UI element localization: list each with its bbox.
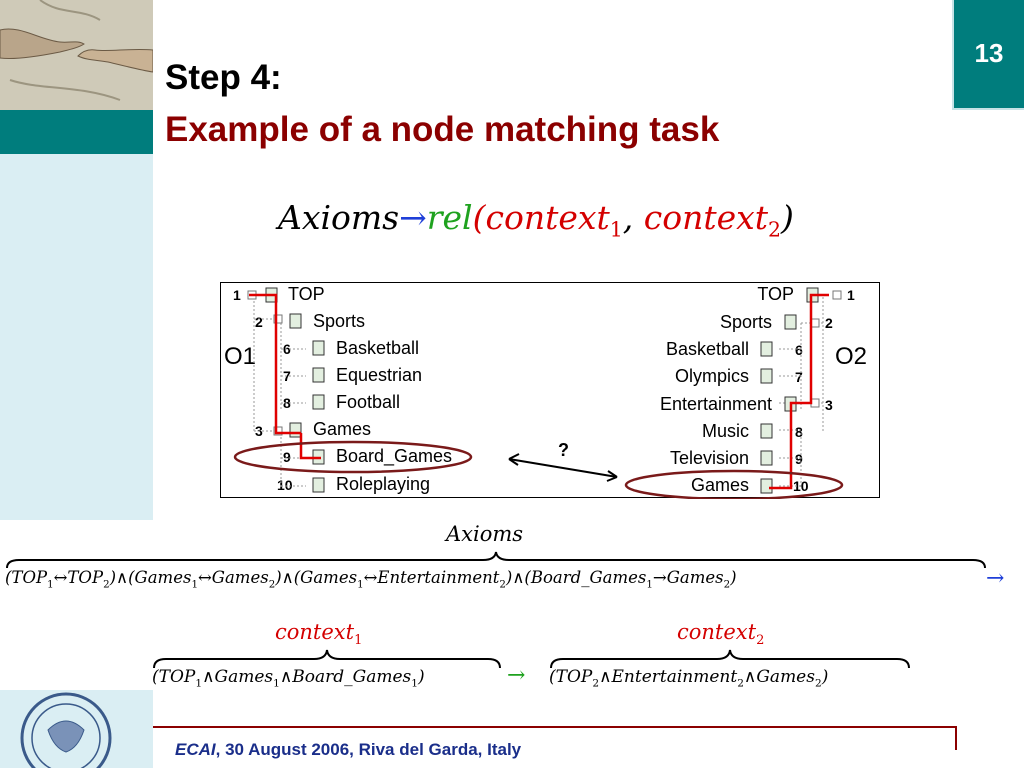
tree1-label: O1 <box>224 343 257 370</box>
tree1-node-basketball: Basketball <box>336 338 420 358</box>
ellipse-board-games <box>233 440 473 474</box>
context2-brace <box>550 649 910 669</box>
tree2-node-idx: 6 <box>795 342 803 358</box>
context-implies-arrow: → <box>507 663 526 688</box>
main-formula: Axioms→rel(context1, context2) <box>278 198 794 242</box>
footer-text: ECAI, 30 August 2006, Riva del Garda, It… <box>175 740 522 759</box>
tree2-node-idx: 1 <box>847 287 855 303</box>
tree2-node-olympics: Olympics <box>674 366 749 386</box>
slide-title-line1: Step 4: <box>165 58 282 97</box>
formula-axioms: Axioms <box>278 198 400 237</box>
formula-rel: rel <box>426 198 473 237</box>
tree2-node-idx: 9 <box>795 451 803 467</box>
formula-context2: context2 <box>643 198 782 242</box>
tree2-node-basketball: Basketball <box>665 339 749 359</box>
university-seal-icon <box>20 692 112 768</box>
tree1-node-games: Games <box>313 419 372 439</box>
tree1-node-idx: 2 <box>255 314 263 330</box>
tree2-node-music: Music <box>701 421 749 441</box>
axioms-implies-arrow: → <box>986 566 1005 591</box>
tree-connectors <box>233 287 844 499</box>
slide-number: 13 <box>974 38 1004 68</box>
tree1-node-football: Football <box>336 392 401 412</box>
question-mark: ? <box>558 440 569 460</box>
axioms-expression: (TOP1↔TOP2)∧(Games1↔Games2)∧(Games1↔Ente… <box>5 568 737 591</box>
document-icon <box>265 287 819 494</box>
left-teal-bar <box>0 110 153 154</box>
tree2-node-television: Television <box>669 448 749 468</box>
creation-of-adam-artwork <box>0 0 153 110</box>
context1-brace <box>153 649 501 669</box>
double-arrow-icon <box>508 458 618 478</box>
formula-open-paren: ( <box>472 198 486 237</box>
tree2-label: O2 <box>835 343 868 370</box>
footer-rule-end <box>955 726 957 750</box>
footer-rule <box>153 726 957 728</box>
tree1-node-board-games: Board_Games <box>336 446 453 466</box>
tree2-node-idx: 8 <box>795 424 803 440</box>
tree1-node-idx: 1 <box>233 287 241 303</box>
tree2-node-entertainment: Entertainment <box>659 394 772 414</box>
tree1-node-sports: Sports <box>313 311 366 331</box>
tree2-node-sports: Sports <box>719 312 772 332</box>
tree1-node-roleplaying: Roleplaying <box>336 474 431 494</box>
axioms-label: Axioms <box>446 522 524 546</box>
tree1-node-top: TOP <box>288 284 325 304</box>
formula-comma: , <box>622 198 644 237</box>
context1-label: context1 <box>275 620 363 649</box>
slide-number-box: 13 <box>952 0 1024 110</box>
ellipse-games <box>624 469 844 499</box>
tree1-node-equestrian: Equestrian <box>336 365 423 385</box>
formula-context1: context1 <box>485 198 623 242</box>
formula-close-paren: ) <box>781 198 794 237</box>
formula-arrow: → <box>399 198 427 237</box>
axioms-brace <box>6 551 986 569</box>
tree2-node-games: Games <box>690 475 749 495</box>
tree2-node-top: TOP <box>757 284 794 304</box>
tree1-node-idx: 9 <box>283 449 291 465</box>
tree2-node-idx: 2 <box>825 315 833 331</box>
context2-expression: (TOP2∧Entertainment2∧Games2) <box>549 667 829 690</box>
ontology-tree-panel: O1 1 TOP 2 Sports 6 Basketball 7 Equestr… <box>220 282 880 499</box>
context1-expression: (TOP1∧Games1∧Board_Games1) <box>152 667 425 690</box>
slide-title-line2: Example of a node matching task <box>165 110 720 149</box>
match-path-left <box>249 293 321 460</box>
tree2-node-idx: 3 <box>825 397 833 413</box>
context2-label: context2 <box>677 620 765 649</box>
match-path-right <box>769 293 829 490</box>
tree2-node-idx: 7 <box>795 369 803 385</box>
